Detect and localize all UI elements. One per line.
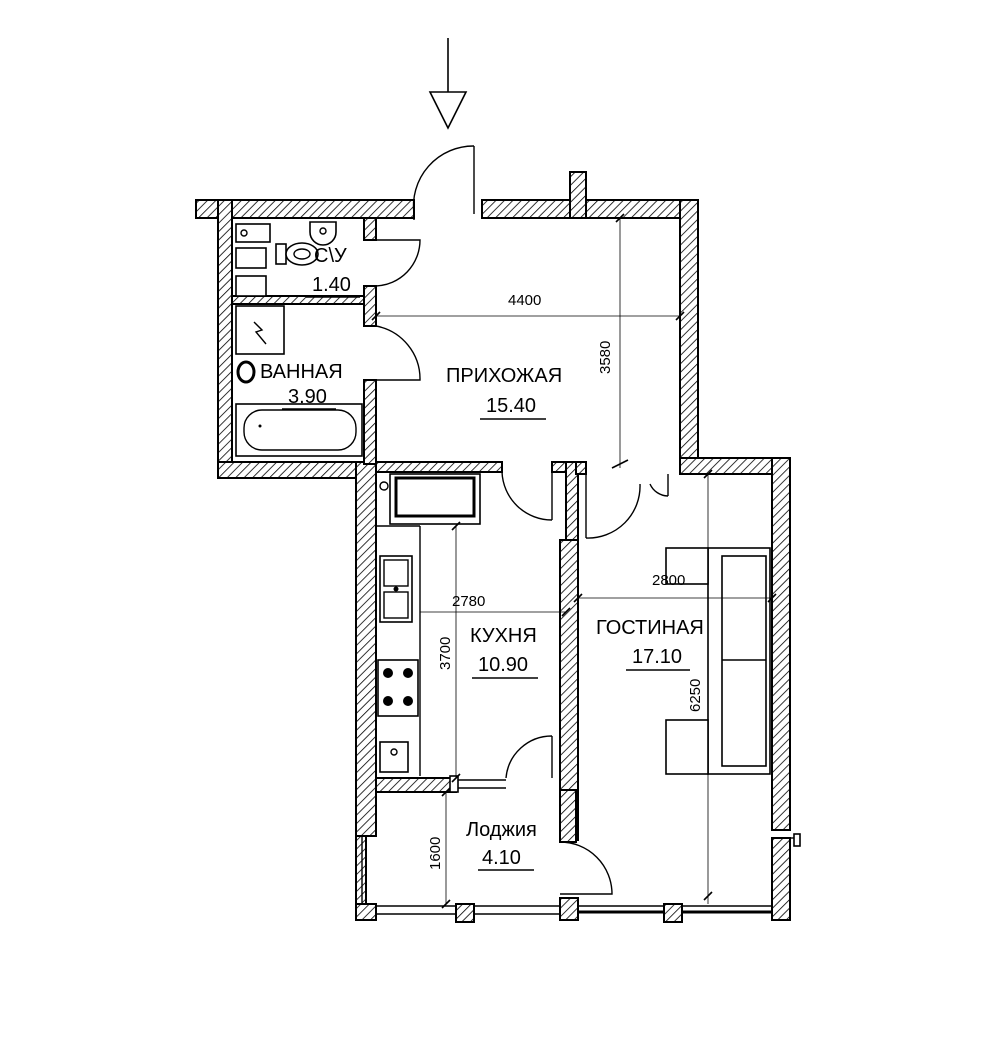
- kitchen-width-label: 2780: [452, 593, 485, 610]
- fixtures: [235, 221, 771, 776]
- windows: [361, 775, 801, 915]
- room-labels: С\У 1.40 ВАННАЯ 3.90 ПРИХОЖАЯ 15.40 КУХН…: [260, 245, 704, 871]
- living-depth-label: 6250: [687, 679, 704, 712]
- entrance-arrow-icon: [428, 38, 468, 130]
- wc-name: С\У: [314, 245, 347, 267]
- hall-area: 15.40: [486, 395, 536, 417]
- kitchen-name: КУХНЯ: [470, 625, 537, 647]
- kitchen-area: 10.90: [478, 654, 528, 676]
- dimension-labels: 4400 3580 2780 3700 2800 6250 1600: [427, 292, 704, 870]
- loggia-name: Лоджия: [466, 819, 537, 841]
- walls: [195, 171, 791, 923]
- wc-area: 1.40: [312, 274, 351, 296]
- bath-name: ВАННАЯ: [260, 361, 343, 383]
- kitchen-depth-label: 3700: [437, 637, 454, 670]
- doors: [375, 145, 669, 895]
- hall-width-label: 4400: [508, 292, 541, 309]
- loggia-depth-label: 1600: [427, 837, 444, 870]
- hall-depth-label: 3580: [597, 341, 614, 374]
- living-width-label: 2800: [652, 572, 685, 589]
- bath-area: 3.90: [288, 386, 327, 408]
- dimension-lines: [371, 213, 777, 909]
- loggia-area: 4.10: [482, 847, 521, 869]
- living-name: ГОСТИНАЯ: [596, 617, 704, 639]
- hall-name: ПРИХОЖАЯ: [446, 365, 562, 387]
- living-area: 17.10: [632, 646, 682, 668]
